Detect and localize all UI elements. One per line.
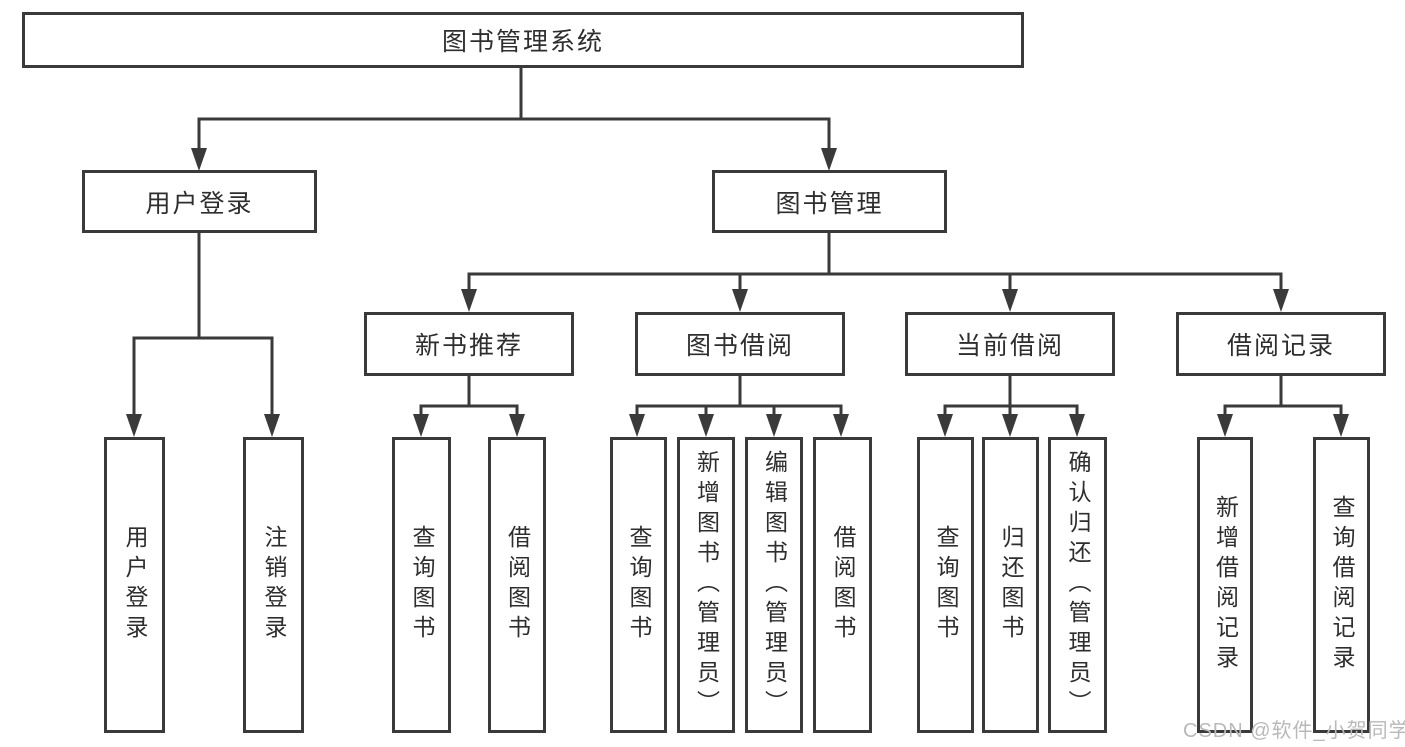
node-borrowing-label: 图书借阅	[685, 332, 794, 360]
connector-borrowing	[629, 375, 849, 437]
node-borrowing-add: 新增图书（管理员）	[677, 437, 735, 733]
node-records-add: 新增借阅记录	[1197, 437, 1253, 733]
node-book-mgmt: 图书管理	[712, 170, 947, 233]
node-current-return-label: 归还图书	[998, 525, 1024, 645]
node-borrow-records: 借阅记录	[1176, 312, 1386, 376]
connector-root	[191, 67, 837, 171]
connector-book-mgmt	[461, 232, 1289, 312]
connector-new-books	[413, 375, 525, 437]
node-borrowing-edit: 编辑图书（管理员）	[745, 437, 803, 733]
node-user-login-login: 用户登录	[104, 437, 165, 733]
node-user-login-label: 用户登录	[145, 189, 254, 218]
node-root-label: 图书管理系统	[441, 28, 604, 56]
node-user-login-logout-label: 注销登录	[261, 525, 287, 645]
node-current-confirm: 确认归还（管理员）	[1048, 437, 1107, 733]
watermark: CSDN @软件_小贺同学	[1183, 720, 1405, 742]
node-current-borrow: 当前借阅	[905, 312, 1115, 376]
node-new-books-borrow: 借阅图书	[488, 437, 546, 733]
connector-current	[937, 375, 1085, 437]
node-borrowing-query: 查询图书	[610, 437, 667, 733]
node-records-add-label: 新增借阅记录	[1212, 495, 1239, 675]
node-borrowing: 图书借阅	[635, 312, 845, 376]
node-new-books-borrow-label: 借阅图书	[504, 525, 531, 645]
node-borrowing-borrow-label: 借阅图书	[830, 525, 856, 645]
node-records-query-label: 查询借阅记录	[1329, 495, 1355, 675]
node-current-query: 查询图书	[917, 437, 974, 733]
connector-user-login	[126, 232, 280, 437]
node-new-books: 新书推荐	[364, 312, 574, 376]
node-root: 图书管理系统	[22, 12, 1024, 68]
node-user-login: 用户登录	[82, 170, 317, 233]
node-user-login-login-label: 用户登录	[122, 525, 148, 645]
node-user-login-logout: 注销登录	[243, 437, 304, 733]
node-new-books-query-label: 查询图书	[409, 525, 435, 645]
node-book-mgmt-label: 图书管理	[775, 189, 884, 218]
node-current-confirm-label: 确认归还（管理员）	[1065, 450, 1091, 720]
node-current-borrow-label: 当前借阅	[955, 332, 1064, 360]
node-borrowing-query-label: 查询图书	[626, 525, 652, 645]
node-current-query-label: 查询图书	[933, 525, 959, 645]
node-borrowing-edit-label: 编辑图书（管理员）	[761, 450, 788, 720]
connector-records	[1217, 375, 1349, 437]
node-current-return: 归还图书	[982, 437, 1039, 733]
node-records-query: 查询借阅记录	[1313, 437, 1370, 733]
node-new-books-label: 新书推荐	[414, 332, 523, 360]
node-new-books-query: 查询图书	[392, 437, 451, 733]
node-borrow-records-label: 借阅记录	[1226, 332, 1335, 360]
node-borrowing-add-label: 新增图书（管理员）	[693, 450, 720, 720]
node-borrowing-borrow: 借阅图书	[813, 437, 872, 733]
